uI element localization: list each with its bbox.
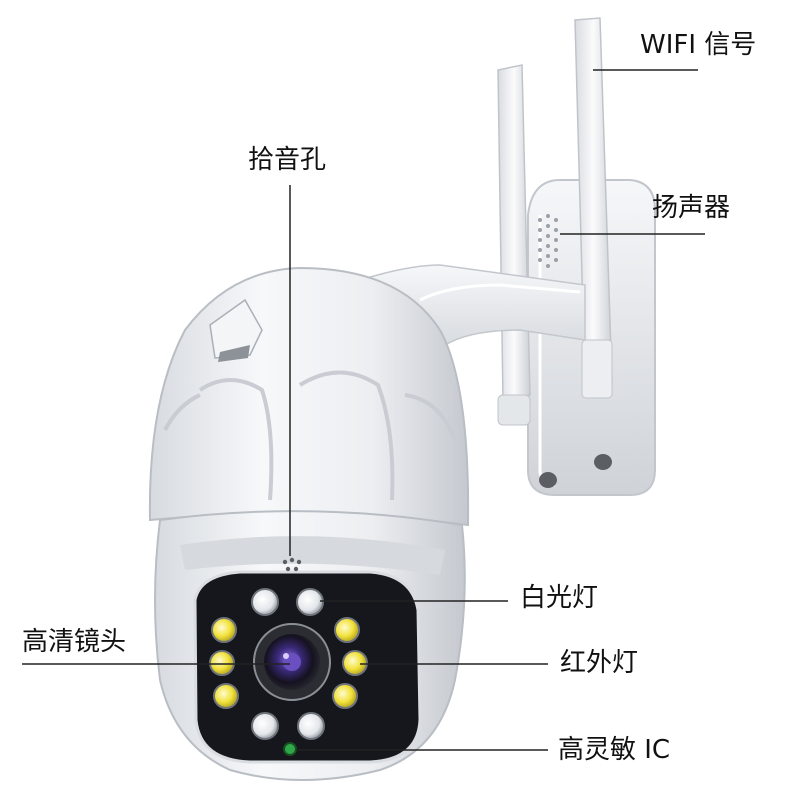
speaker-grille	[538, 214, 558, 268]
label-speaker: 扬声器	[652, 193, 731, 223]
label-infrared-light: 红外灯	[560, 648, 639, 678]
ir-led	[209, 650, 235, 676]
mic-holes	[282, 557, 302, 572]
ir-led	[332, 683, 358, 709]
upper-dome	[148, 266, 470, 527]
label-hd-lens: 高清镜头	[22, 627, 127, 657]
ir-led	[334, 617, 360, 643]
white-led	[251, 712, 279, 740]
led-ring	[209, 588, 368, 740]
white-led	[296, 588, 324, 616]
label-white-light: 白光灯	[520, 583, 599, 613]
camera-lens	[253, 623, 331, 701]
label-microphone: 拾音孔	[248, 145, 327, 175]
ir-led	[213, 683, 239, 709]
antenna-left	[497, 64, 531, 426]
ir-led	[211, 617, 237, 643]
label-sensitive-ic: 高灵敏 IC	[558, 735, 671, 765]
light-sensor	[283, 742, 297, 756]
leader-lines	[22, 69, 705, 751]
label-wifi-signal: WIFI 信号	[640, 30, 757, 60]
ir-led	[342, 650, 368, 676]
white-led	[251, 588, 279, 616]
white-led	[297, 712, 325, 740]
